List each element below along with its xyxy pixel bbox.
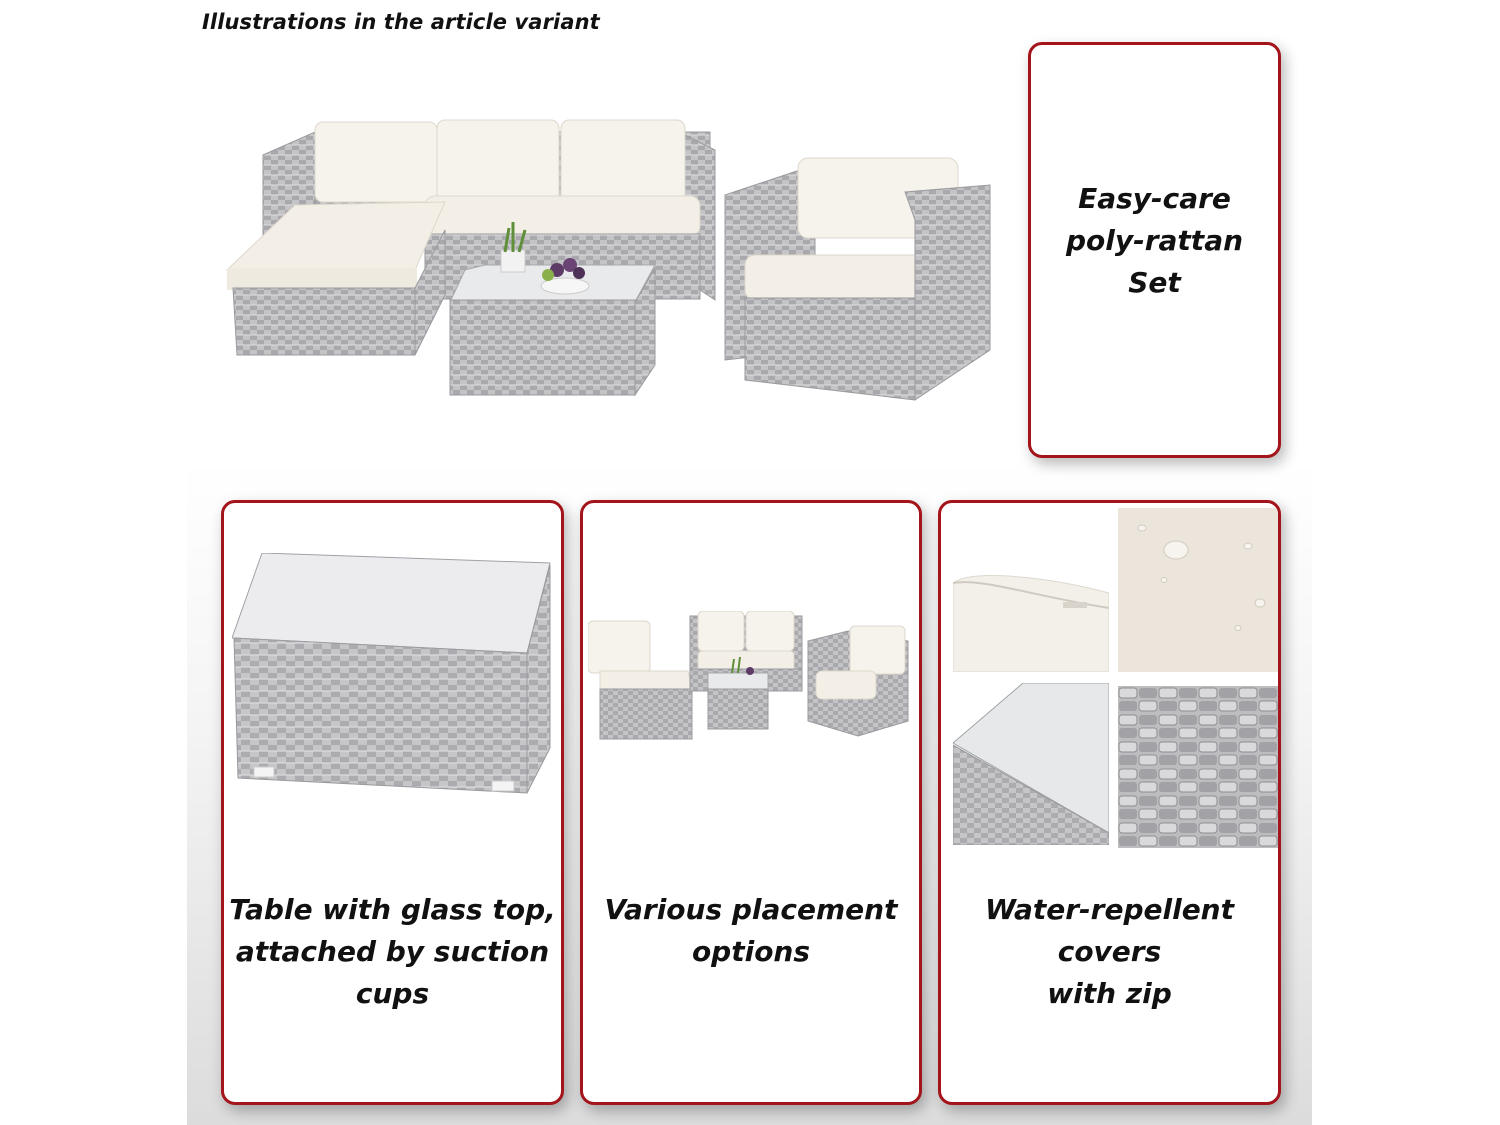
placement-card: Various placement options xyxy=(580,500,922,1105)
covers-text: Water-repellent covers with zip xyxy=(984,893,1235,1010)
glass-table-text: Table with glass top, attached by suctio… xyxy=(229,893,556,1010)
placement-photo xyxy=(588,611,909,740)
covers-card: Water-repellent covers with zip xyxy=(938,500,1281,1105)
glass-table-photo xyxy=(232,553,551,794)
rattan-weave-photo xyxy=(1118,686,1278,848)
water-drops-photo xyxy=(1118,508,1278,672)
glass-table-card: Table with glass top, attached by suctio… xyxy=(221,500,564,1105)
easy-care-text: Easy-care poly-rattan Set xyxy=(1065,182,1244,299)
cushion-zip-photo xyxy=(953,508,1109,672)
illustration-caption: Illustrations in the article variant xyxy=(202,10,600,34)
easy-care-card: Easy-care poly-rattan Set xyxy=(1028,42,1281,458)
glass-corner-photo xyxy=(953,683,1109,845)
lounge-set-photo xyxy=(225,119,991,401)
placement-text: Various placement options xyxy=(604,893,898,968)
